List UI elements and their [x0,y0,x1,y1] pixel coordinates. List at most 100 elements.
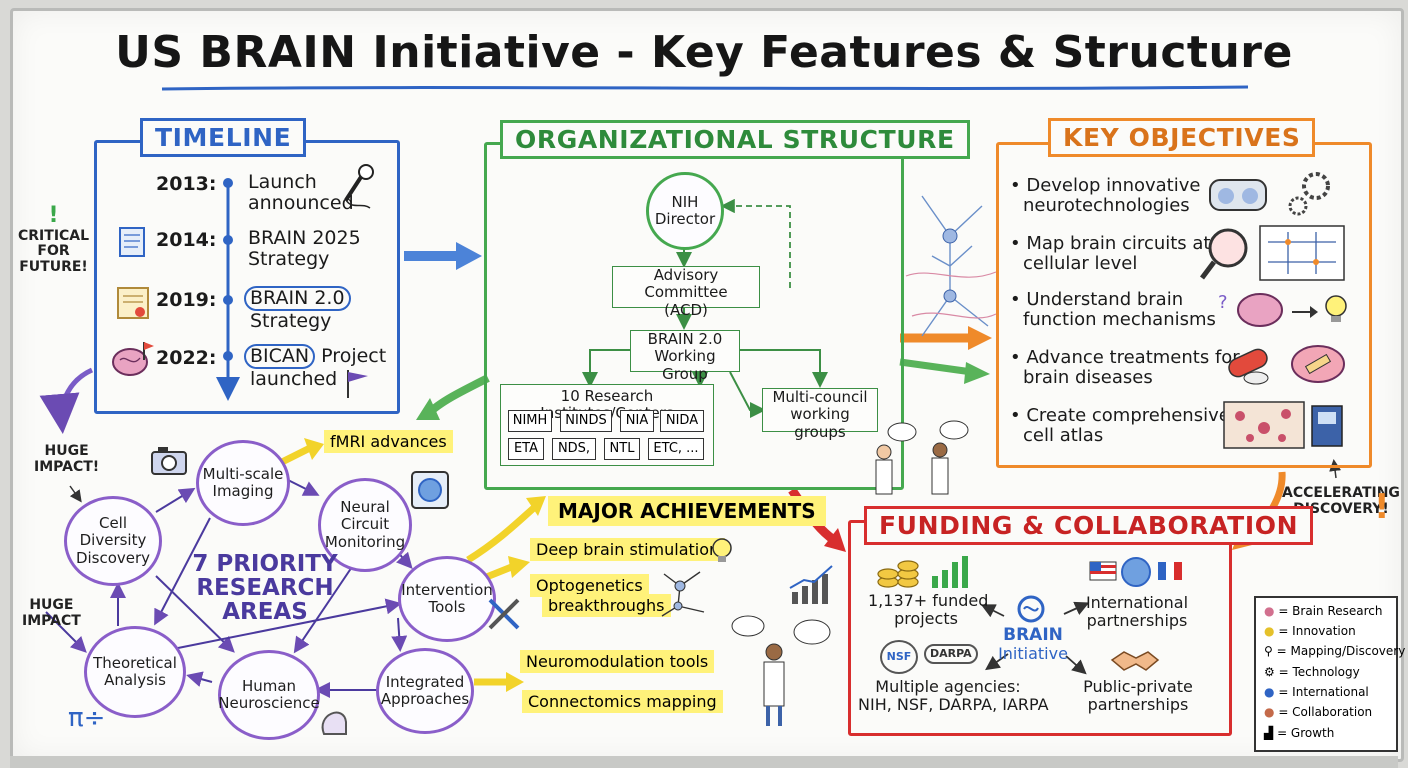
advisory-committee-box: Advisory Committee(ACD) [612,266,760,318]
timeline-year-2022: 2022: [156,347,217,369]
acd-line1: Advisory Committee [644,266,728,302]
objective-3-line1: Understand brain [1026,289,1184,310]
legend-mapping-label: = Mapping/Discovery [1276,644,1406,658]
lightbulb-icon: ● [1264,624,1275,638]
scientists-icon [875,420,969,495]
priority-line1: 7 PRIORITY [192,551,338,577]
magnifier-icon: ⚲ [1264,644,1273,658]
fmri-advances-label: fMRI advances [324,430,453,453]
note-huge-impact-1-line1: HUGE [44,443,89,459]
timeline-event-2022-project: Project [321,345,387,367]
legend-collaboration: ● = Collaboration [1264,705,1372,719]
funded-projects: 1,137+ funded projects [868,591,989,628]
international-line2: partnerships [1086,610,1188,630]
international-partnerships: International partnerships [1078,594,1196,630]
key-objectives-heading: KEY OBJECTIVES [1048,118,1316,157]
objective-2-line2: cellular level [1023,253,1138,275]
objective-5-line1: Create comprehensive [1026,405,1230,426]
funded-projects-line1: 1,137+ funded [868,591,989,610]
legend-technology-label: = Technology [1278,665,1360,679]
title-underline [161,85,1249,91]
gears-icon: ⚙ [1264,665,1275,679]
pill-brain-icon [1228,345,1345,385]
marker-tray [10,756,1398,768]
timeline-heading: TIMELINE [140,118,307,157]
multi-council-line1: Multi-council [772,388,868,406]
note-accelerating-line2: DISCOVERY! [1293,500,1389,517]
brain-initiative-line2: Initiative [998,644,1068,664]
node-theory-line1: Theoretical [93,653,177,672]
node-theory-line2: Analysis [104,671,166,689]
objective-1-line2: neurotechnologies [1023,195,1190,217]
institute-nia: NIA [620,410,654,432]
timeline-year-2014: 2014: [156,229,217,251]
node-circuit-line1: Neural [340,498,390,517]
brain-flag-icon [112,342,154,376]
head-icon [321,711,347,735]
note-accelerating: ACCELERATING DISCOVERY! [1282,485,1400,517]
magnifier-circuit-icon [1200,225,1345,281]
objective-3: • Understand brain function mechanisms [1010,289,1216,331]
funding-heading: FUNDING & COLLABORATION [864,506,1314,545]
achievement-optogenetics-1: Optogenetics [530,574,649,597]
exclamation-icon: ! [1374,487,1390,527]
note-critical-line2: FOR [37,243,70,260]
svg-text:?: ? [1218,292,1228,313]
agencies-line2: NIH, NSF, DARPA, IARPA [858,694,1049,714]
node-cell-line3: Discovery [75,548,151,567]
handshake-icon [1110,651,1160,671]
institute-nds: NDS, [552,438,596,460]
working-group-line2: Working Group [654,347,716,383]
node-cell-line1: Cell [98,514,128,533]
brain-icon: ● [1264,604,1275,618]
priority-line3: AREAS [222,599,308,626]
node-circuit-line2: Circuit [340,515,390,534]
coins-chart-icon [877,556,968,588]
priority-line2: RESEARCH [196,575,334,602]
note-huge-impact-1-line2: IMPACT! [34,458,100,475]
legend: ● = Brain Research ● = Innovation ⚲ = Ma… [1254,596,1405,752]
timeline-year-2019: 2019: [156,289,217,311]
brain-2-0-circled: BRAIN 2.0 [244,286,351,312]
certificate-icon [117,287,149,319]
agencies-line1: Multiple agencies: [875,677,1021,696]
lightbulb-icon [712,538,732,562]
timeline-event-2022-line2: launched [250,368,338,391]
node-integrated-line2: Approaches [380,690,470,708]
timeline-event-2014-line1: BRAIN 2025 [248,227,361,249]
presenter-icon [731,615,831,726]
timeline-event-2014: BRAIN 2025 Strategy [248,227,361,271]
brain-initiative-center: BRAIN Initiative [994,625,1072,664]
objective-1-line1: Develop innovative [1026,175,1201,196]
scroll-icon [119,227,145,257]
institute-etc: ETC, ... [648,438,704,460]
note-huge-impact-2-line2: IMPACT [22,612,81,629]
nih-director-line2: Director [654,210,716,228]
note-huge-impact-1: HUGE IMPACT! [34,443,100,475]
international-line1: International [1085,593,1189,612]
neuron-icon [661,571,705,617]
legend-collaboration-label: = Collaboration [1278,705,1373,719]
flag-icon [347,370,368,398]
institute-ninds: NINDS [560,410,612,432]
node-intervention-line2: Tools [428,598,466,616]
node-human-line1: Human [241,676,297,695]
note-huge-impact-2-line1: HUGE [29,597,74,613]
flags-globe-icon [1089,557,1182,587]
node-intervention-line1: Intervention [401,580,493,599]
objective-3-line2: function mechanisms [1023,309,1216,331]
objective-4-line1: Advance treatments for [1026,347,1240,368]
legend-growth: ▟ = Growth [1264,726,1334,740]
ppp-line2: partnerships [1087,694,1189,714]
node-cell-line2: Diversity [79,531,147,550]
cell-atlas-icon [1223,401,1343,449]
public-private-partnerships: Public-private partnerships [1082,678,1194,714]
achievement-optogenetics-2: breakthroughs [542,594,671,617]
